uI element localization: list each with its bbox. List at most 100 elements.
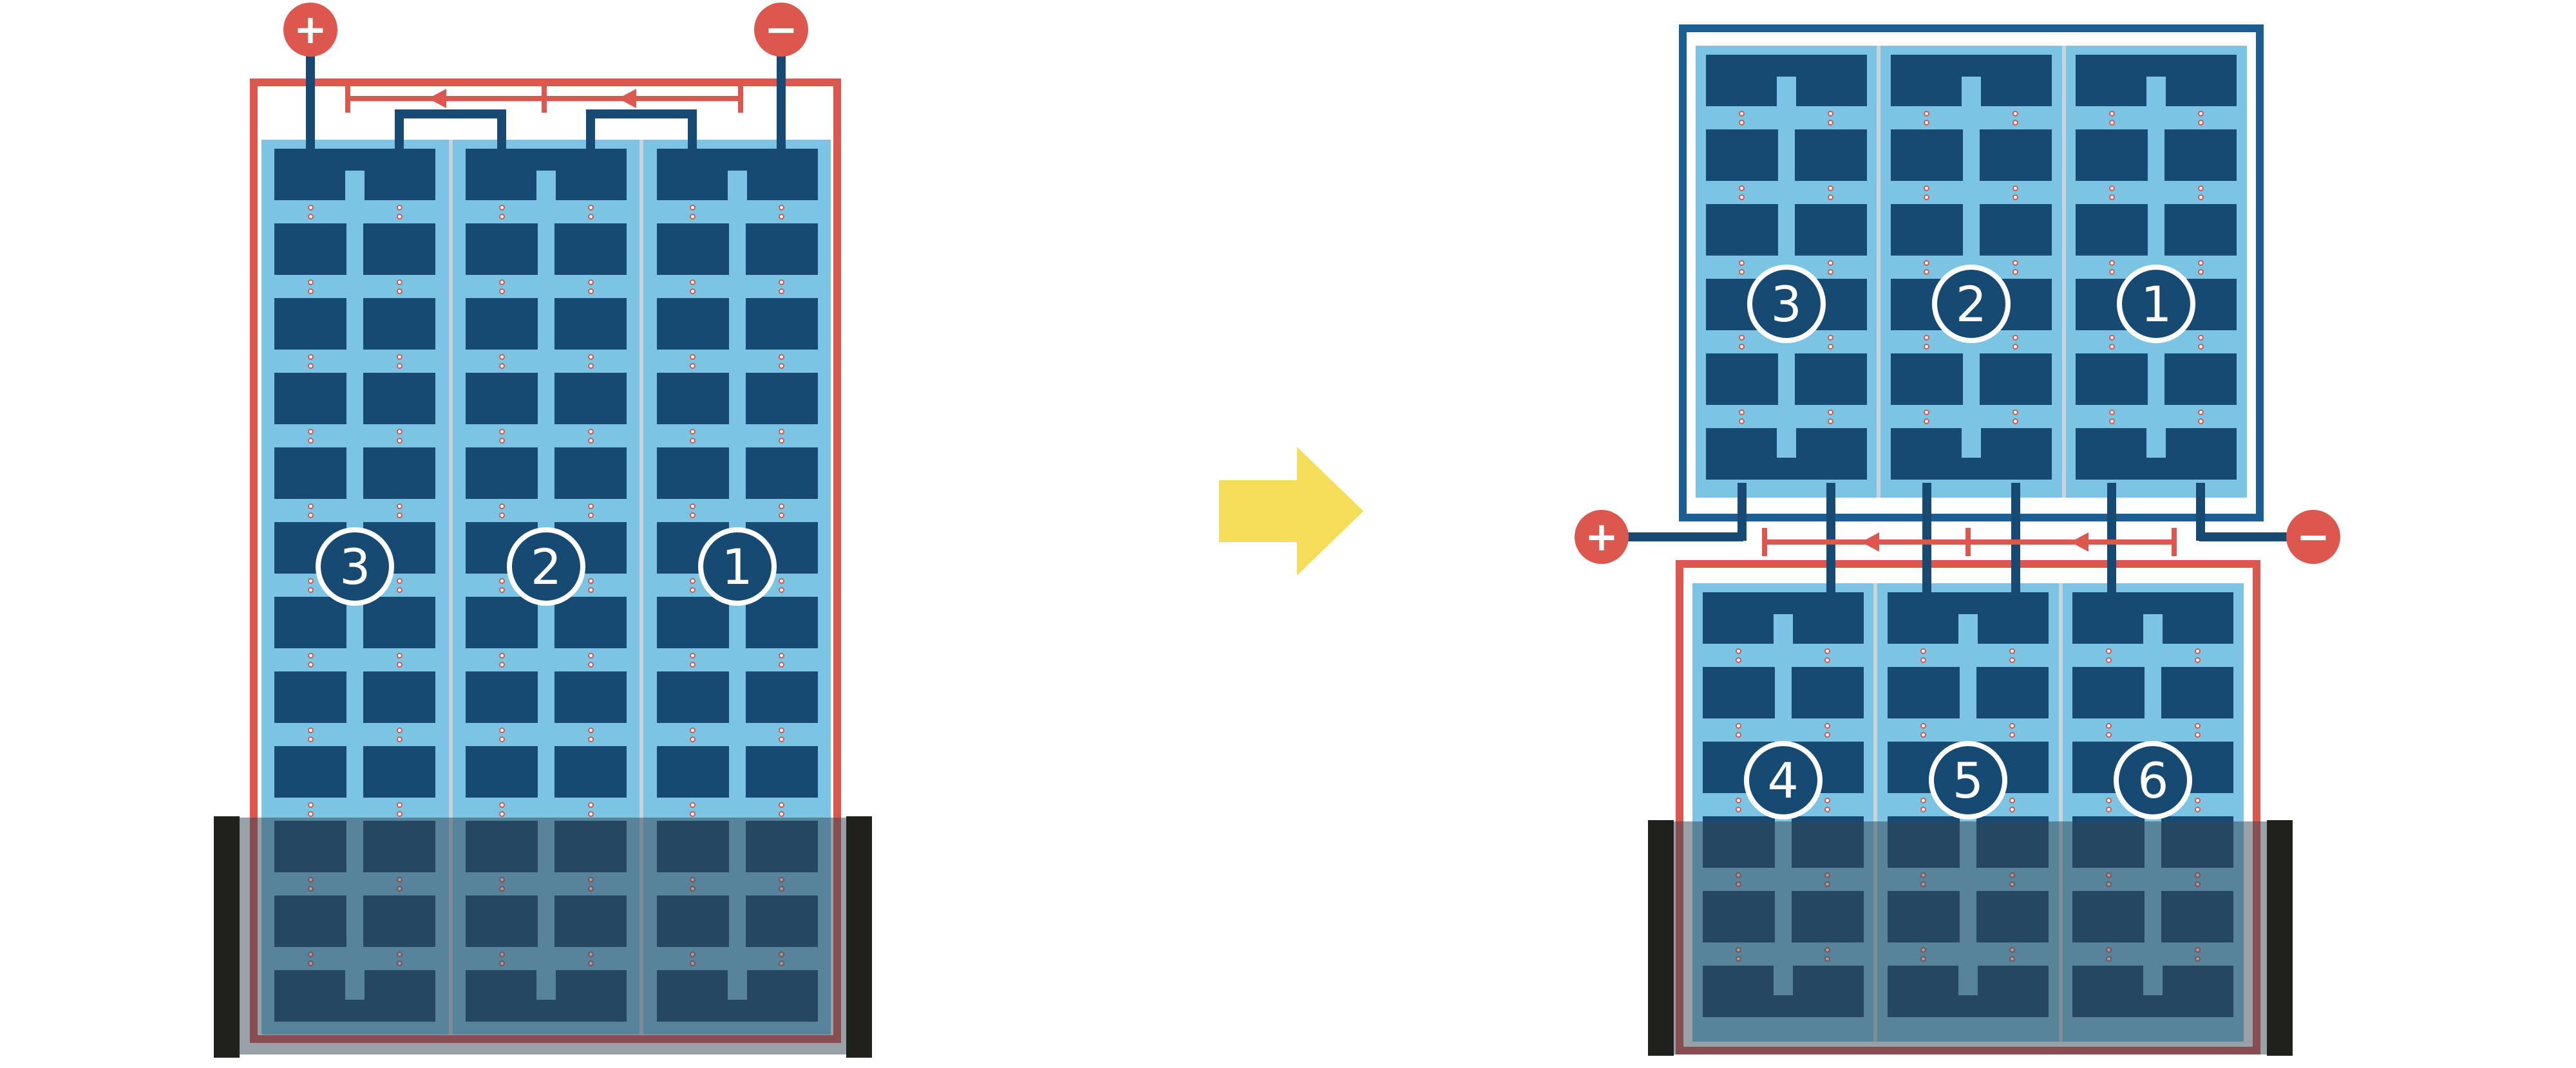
contact-dot-icon — [2194, 731, 2201, 738]
dot-column — [1795, 106, 1867, 129]
dot-column — [2161, 793, 2233, 816]
cell-gap — [1880, 181, 2061, 204]
dot-column — [363, 648, 435, 671]
dot-column — [554, 499, 627, 522]
pv-cell — [554, 671, 627, 723]
contact-dot-icon — [498, 586, 505, 593]
dot-column — [466, 499, 538, 522]
pv-cell — [466, 671, 538, 723]
dot-column — [1706, 256, 1778, 279]
dot-column — [2164, 256, 2237, 279]
plus-post — [1738, 483, 1747, 541]
cell-gap — [453, 424, 640, 447]
pv-cell — [363, 298, 436, 350]
contact-dot-icon — [307, 586, 314, 593]
cell-gap — [2066, 405, 2247, 428]
cell-gap — [643, 574, 831, 597]
dot-column — [274, 798, 346, 821]
pv-cell — [1705, 129, 1778, 181]
dot-column — [746, 424, 818, 447]
dot-column — [2164, 330, 2237, 353]
cell-bridge-top — [2076, 55, 2237, 106]
contact-dot-icon — [779, 661, 785, 668]
bridge-notch — [1776, 77, 1796, 106]
contact-dot-icon — [498, 437, 505, 444]
contact-dot-icon — [1824, 797, 1831, 803]
contact-dot-icon — [2105, 648, 2112, 654]
dot-column — [2076, 106, 2148, 129]
contact-dot-icon — [2105, 797, 2112, 803]
dot-column — [274, 350, 346, 373]
dot-column — [363, 723, 435, 746]
current-arrow-icon — [618, 89, 636, 108]
pv-cell — [466, 298, 538, 350]
left-plus-terminal: + — [283, 3, 337, 57]
contact-dot-icon — [2105, 731, 2112, 738]
cell-row — [1880, 129, 2061, 181]
contact-dot-icon — [779, 736, 785, 742]
pv-cell — [554, 298, 627, 350]
contact-dot-icon — [587, 810, 594, 817]
cell-gap — [453, 723, 640, 746]
pv-cell — [1794, 353, 1867, 405]
cell-bridge-top — [1887, 592, 2049, 644]
contact-dot-icon — [307, 736, 314, 742]
contact-dot-icon — [307, 577, 314, 584]
pv-cell — [2076, 129, 2148, 181]
cell-bridge-top — [656, 149, 818, 200]
contact-dot-icon — [779, 577, 785, 584]
right-minus-terminal: − — [2286, 510, 2340, 564]
cell-row — [643, 373, 831, 424]
contact-dot-icon — [2197, 119, 2204, 126]
contact-dot-icon — [779, 810, 785, 817]
dot-column — [1795, 330, 1867, 353]
cell-row — [643, 597, 831, 648]
dot-column — [1980, 405, 2052, 428]
contact-dot-icon — [1924, 343, 1930, 350]
shade-overlay — [240, 818, 846, 1054]
cell-row — [261, 373, 449, 424]
dot-column — [466, 798, 538, 821]
cell-gap — [261, 200, 449, 223]
dot-column — [1706, 181, 1778, 204]
cell-row — [1880, 55, 2061, 106]
dot-column — [2076, 181, 2148, 204]
pv-cell — [274, 447, 347, 499]
cell-row — [1692, 592, 1873, 644]
cell-row — [643, 223, 831, 275]
dot-column — [554, 648, 627, 671]
pv-cell — [363, 746, 436, 798]
cell-gap — [453, 648, 640, 671]
contact-dot-icon — [498, 279, 505, 285]
contact-dot-icon — [1828, 110, 1834, 117]
contact-dot-icon — [307, 661, 314, 668]
bridge-notch — [536, 171, 556, 200]
dot-column — [363, 200, 435, 223]
dot-column — [657, 798, 729, 821]
pv-cell — [274, 223, 347, 275]
cell-gap — [2063, 644, 2244, 667]
contact-dot-icon — [2197, 343, 2204, 350]
junction-post — [1826, 483, 1835, 595]
cell-row — [1696, 129, 1877, 181]
contact-dot-icon — [2012, 110, 2019, 117]
contact-dot-icon — [690, 652, 696, 659]
contact-dot-icon — [587, 213, 594, 220]
cell-row — [1877, 667, 2058, 718]
dot-column — [1703, 793, 1775, 816]
contact-dot-icon — [498, 736, 505, 742]
contact-dot-icon — [587, 577, 594, 584]
pv-cell — [363, 597, 436, 648]
contact-dot-icon — [690, 661, 696, 668]
cell-row — [2066, 55, 2247, 106]
wire-tick — [542, 84, 547, 113]
contact-dot-icon — [2108, 194, 2115, 200]
bridge-notch — [2143, 614, 2163, 644]
cell-gap — [261, 648, 449, 671]
contact-dot-icon — [498, 577, 505, 584]
contact-dot-icon — [396, 801, 402, 808]
cell-bridge-top — [274, 149, 436, 200]
pv-cell — [1705, 353, 1778, 405]
dot-column — [746, 798, 818, 821]
cell-gap — [2066, 181, 2247, 204]
